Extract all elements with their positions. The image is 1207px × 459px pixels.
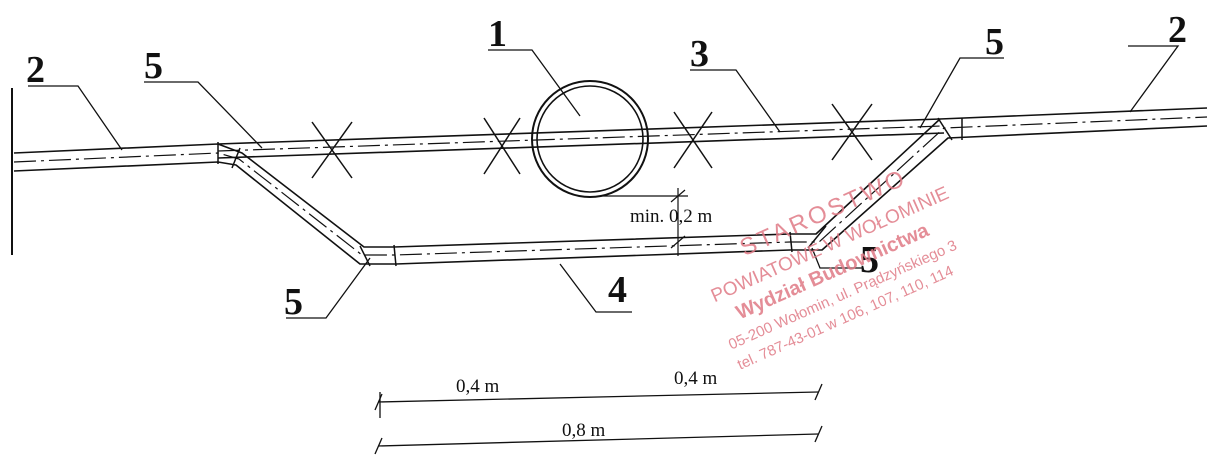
label-2-left: 2 (26, 49, 45, 91)
joint-markers (217, 117, 963, 267)
label-5-bottom-right: 5 (860, 239, 879, 281)
dimension-total: 0,8 m (562, 420, 606, 441)
width-dimensions (374, 383, 823, 455)
label-3: 3 (690, 33, 709, 75)
removal-cross-marks (311, 103, 873, 179)
existing-cable-3 (217, 118, 945, 159)
clearance-dimension (600, 188, 688, 256)
label-2-right: 2 (1168, 9, 1187, 51)
label-4: 4 (608, 269, 627, 311)
label-5-top-left: 5 (144, 45, 163, 87)
official-stamp: STAROSTWO POWIATOWE W WOŁOMINIE Wydział … (708, 164, 960, 374)
label-1: 1 (488, 13, 507, 55)
clearance-label: min. 0,2 m (630, 206, 713, 227)
rerouted-cable (13, 107, 1207, 265)
label-5-top-right: 5 (985, 21, 1004, 63)
leader-lines (28, 45, 1180, 319)
label-5-bottom-left: 5 (284, 281, 303, 323)
dimension-left-half: 0,4 m (456, 376, 500, 397)
dimension-right-half: 0,4 m (674, 368, 718, 389)
pipe-1 (531, 80, 649, 198)
